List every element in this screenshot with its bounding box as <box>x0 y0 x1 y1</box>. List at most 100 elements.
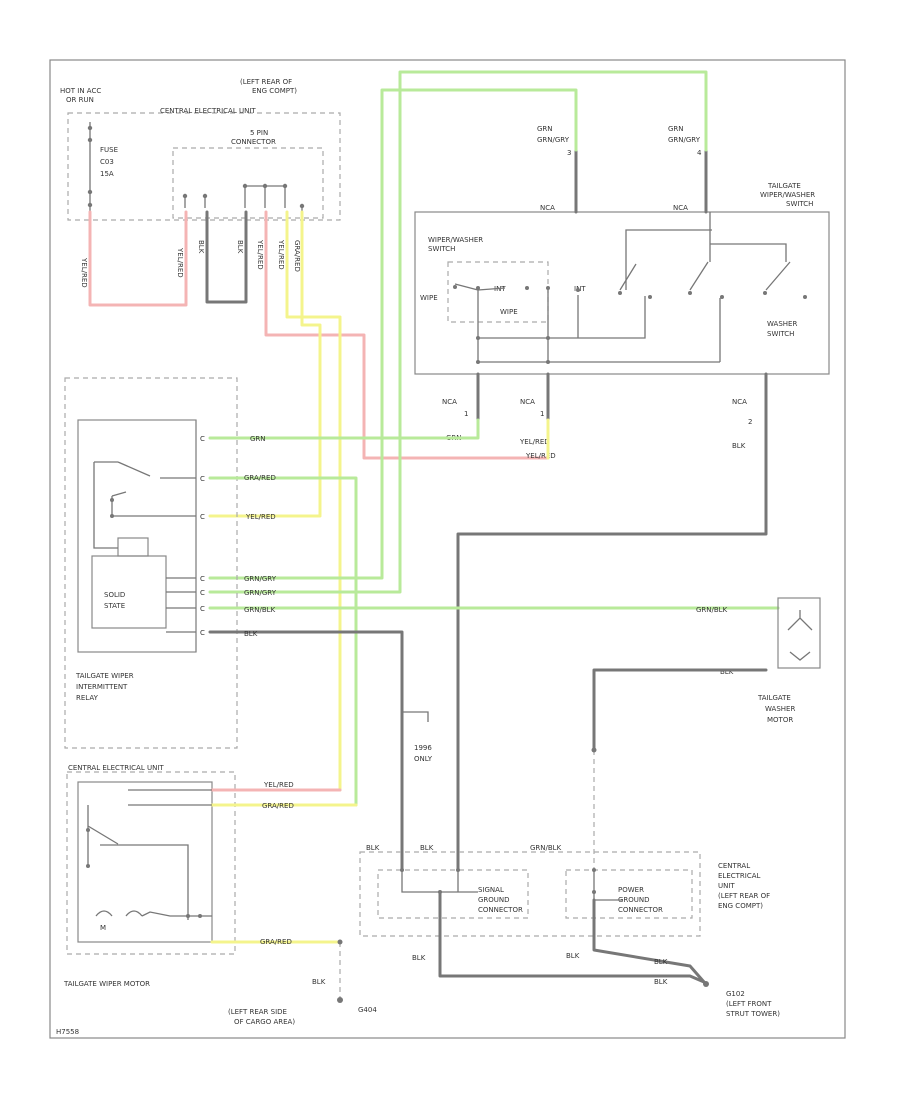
svg-text:YEL/RED: YEL/RED <box>263 781 294 789</box>
svg-text:BLK: BLK <box>420 844 434 852</box>
wiper-washer-label-1: WIPER/WASHER <box>428 236 483 244</box>
svg-text:NCA: NCA <box>540 204 555 212</box>
power-ground-wire <box>592 898 706 984</box>
svg-text:TAILGATE: TAILGATE <box>757 694 791 702</box>
svg-text:MOTOR: MOTOR <box>767 716 793 724</box>
yel-red-wire-to-relay <box>208 210 322 518</box>
rear-compt-label-1: (LEFT REAR OF <box>240 78 292 86</box>
washer-motor-icon <box>787 610 813 631</box>
svg-text:C: C <box>200 605 205 613</box>
svg-text:BLK: BLK <box>566 952 580 960</box>
ground-connector-box <box>359 851 701 937</box>
svg-text:C: C <box>200 575 205 583</box>
svg-text:YEL/RED: YEL/RED <box>525 452 556 460</box>
svg-text:1: 1 <box>540 410 544 418</box>
relay-outline <box>64 377 238 749</box>
svg-text:C: C <box>200 513 205 521</box>
green-wire-pin3 <box>208 88 578 580</box>
ground-g404 <box>337 997 343 1003</box>
svg-text:G404: G404 <box>358 1006 377 1014</box>
black-jumper <box>205 210 248 304</box>
green-wire-pin4 <box>208 70 708 594</box>
svg-text:INT: INT <box>574 285 586 293</box>
svg-text:GRA/RED: GRA/RED <box>244 474 276 482</box>
svg-text:GRN: GRN <box>668 125 684 133</box>
washer-switch-label-2: SWITCH <box>767 330 794 338</box>
svg-text:ELECTRICAL: ELECTRICAL <box>718 872 761 880</box>
svg-text:GRN/BLK: GRN/BLK <box>244 606 276 614</box>
wiper-washer-label-2: SWITCH <box>428 245 455 253</box>
connector-box <box>172 147 324 219</box>
svg-text:GRA/RED: GRA/RED <box>260 938 292 946</box>
washer-switch-label-1: WASHER <box>767 320 797 328</box>
svg-text:BLK: BLK <box>197 240 205 254</box>
svg-text:BLK: BLK <box>654 958 668 966</box>
svg-text:BLK: BLK <box>654 978 668 986</box>
svg-text:4: 4 <box>697 149 702 157</box>
svg-text:GRN/GRY: GRN/GRY <box>537 136 570 144</box>
svg-text:STRUT TOWER): STRUT TOWER) <box>726 1010 780 1018</box>
svg-text:2: 2 <box>748 418 752 426</box>
svg-text:C: C <box>200 435 205 443</box>
svg-text:STATE: STATE <box>104 602 125 610</box>
black-wire-relay-ground <box>208 630 404 872</box>
green-wire-relay <box>208 418 480 440</box>
washer-motor-box <box>777 597 821 669</box>
svg-text:YEL/RED: YEL/RED <box>245 513 276 521</box>
svg-text:CONNECTOR: CONNECTOR <box>478 906 523 914</box>
svg-text:C: C <box>200 475 205 483</box>
fuse-wire <box>88 210 188 307</box>
power-ground-connector <box>565 869 693 919</box>
washer-motor-ground-wire <box>592 668 768 752</box>
svg-text:ENG COMPT): ENG COMPT) <box>718 902 763 910</box>
svg-text:3: 3 <box>567 149 571 157</box>
svg-text:M: M <box>100 924 106 932</box>
connector-label-1: 5 PIN <box>250 129 268 137</box>
svg-text:GRN: GRN <box>537 125 553 133</box>
svg-text:GRN/BLK: GRN/BLK <box>530 844 562 852</box>
rear-compt-label-2: ENG COMPT) <box>252 87 297 95</box>
or-run-label: OR RUN <box>66 96 94 104</box>
svg-text:TAILGATE WIPER MOTOR: TAILGATE WIPER MOTOR <box>63 980 150 988</box>
fuse-wire-label: YEL/RED <box>80 257 88 288</box>
svg-text:GRN/GRY: GRN/GRY <box>244 575 277 583</box>
ground-g102 <box>703 981 709 987</box>
switch-title-1: TAILGATE <box>767 182 801 190</box>
svg-text:UNIT: UNIT <box>718 882 735 890</box>
red-wire-to-switch <box>264 210 550 460</box>
svg-text:BLK: BLK <box>236 240 244 254</box>
fuse-wire-label-2: YEL/RED <box>176 247 184 278</box>
svg-text:GRN/BLK: GRN/BLK <box>696 606 728 614</box>
svg-text:OF CARGO AREA): OF CARGO AREA) <box>234 1018 295 1026</box>
diagram-frame <box>49 59 846 1039</box>
svg-text:ONLY: ONLY <box>414 755 433 763</box>
connector-label-2: CONNECTOR <box>231 138 276 146</box>
svg-text:CENTRAL ELECTRICAL UNIT: CENTRAL ELECTRICAL UNIT <box>68 764 164 772</box>
svg-text:(LEFT REAR SIDE: (LEFT REAR SIDE <box>228 1008 287 1016</box>
svg-text:G102: G102 <box>726 990 745 998</box>
svg-text:CONNECTOR: CONNECTOR <box>618 906 663 914</box>
svg-text:GRN/GRY: GRN/GRY <box>668 136 701 144</box>
svg-text:GRA/RED: GRA/RED <box>262 802 294 810</box>
svg-text:1996: 1996 <box>414 744 432 752</box>
hot-in-acc-label: HOT IN ACC <box>60 87 101 95</box>
svg-text:NCA: NCA <box>673 204 688 212</box>
svg-text:WASHER: WASHER <box>765 705 795 713</box>
relay-box <box>77 419 197 653</box>
signal-ground-connector <box>377 869 529 919</box>
tailgate-switch-box <box>414 211 830 375</box>
yellow-wire-to-motor <box>285 210 342 792</box>
svg-text:(LEFT FRONT: (LEFT FRONT <box>726 1000 772 1008</box>
svg-text:BLK: BLK <box>732 442 746 450</box>
wiper-motor-box <box>77 781 213 943</box>
svg-text:SOLID: SOLID <box>104 591 125 599</box>
gra-red-wire-relay <box>208 476 358 807</box>
svg-text:GROUND: GROUND <box>618 896 650 904</box>
svg-text:BLK: BLK <box>366 844 380 852</box>
fuse-label: FUSE <box>100 146 118 154</box>
svg-text:C: C <box>200 629 205 637</box>
ceu-bottom-box <box>66 771 236 955</box>
svg-text:BLK: BLK <box>720 668 734 676</box>
svg-text:SIGNAL: SIGNAL <box>478 886 504 894</box>
svg-text:YEL/RED: YEL/RED <box>277 239 285 270</box>
